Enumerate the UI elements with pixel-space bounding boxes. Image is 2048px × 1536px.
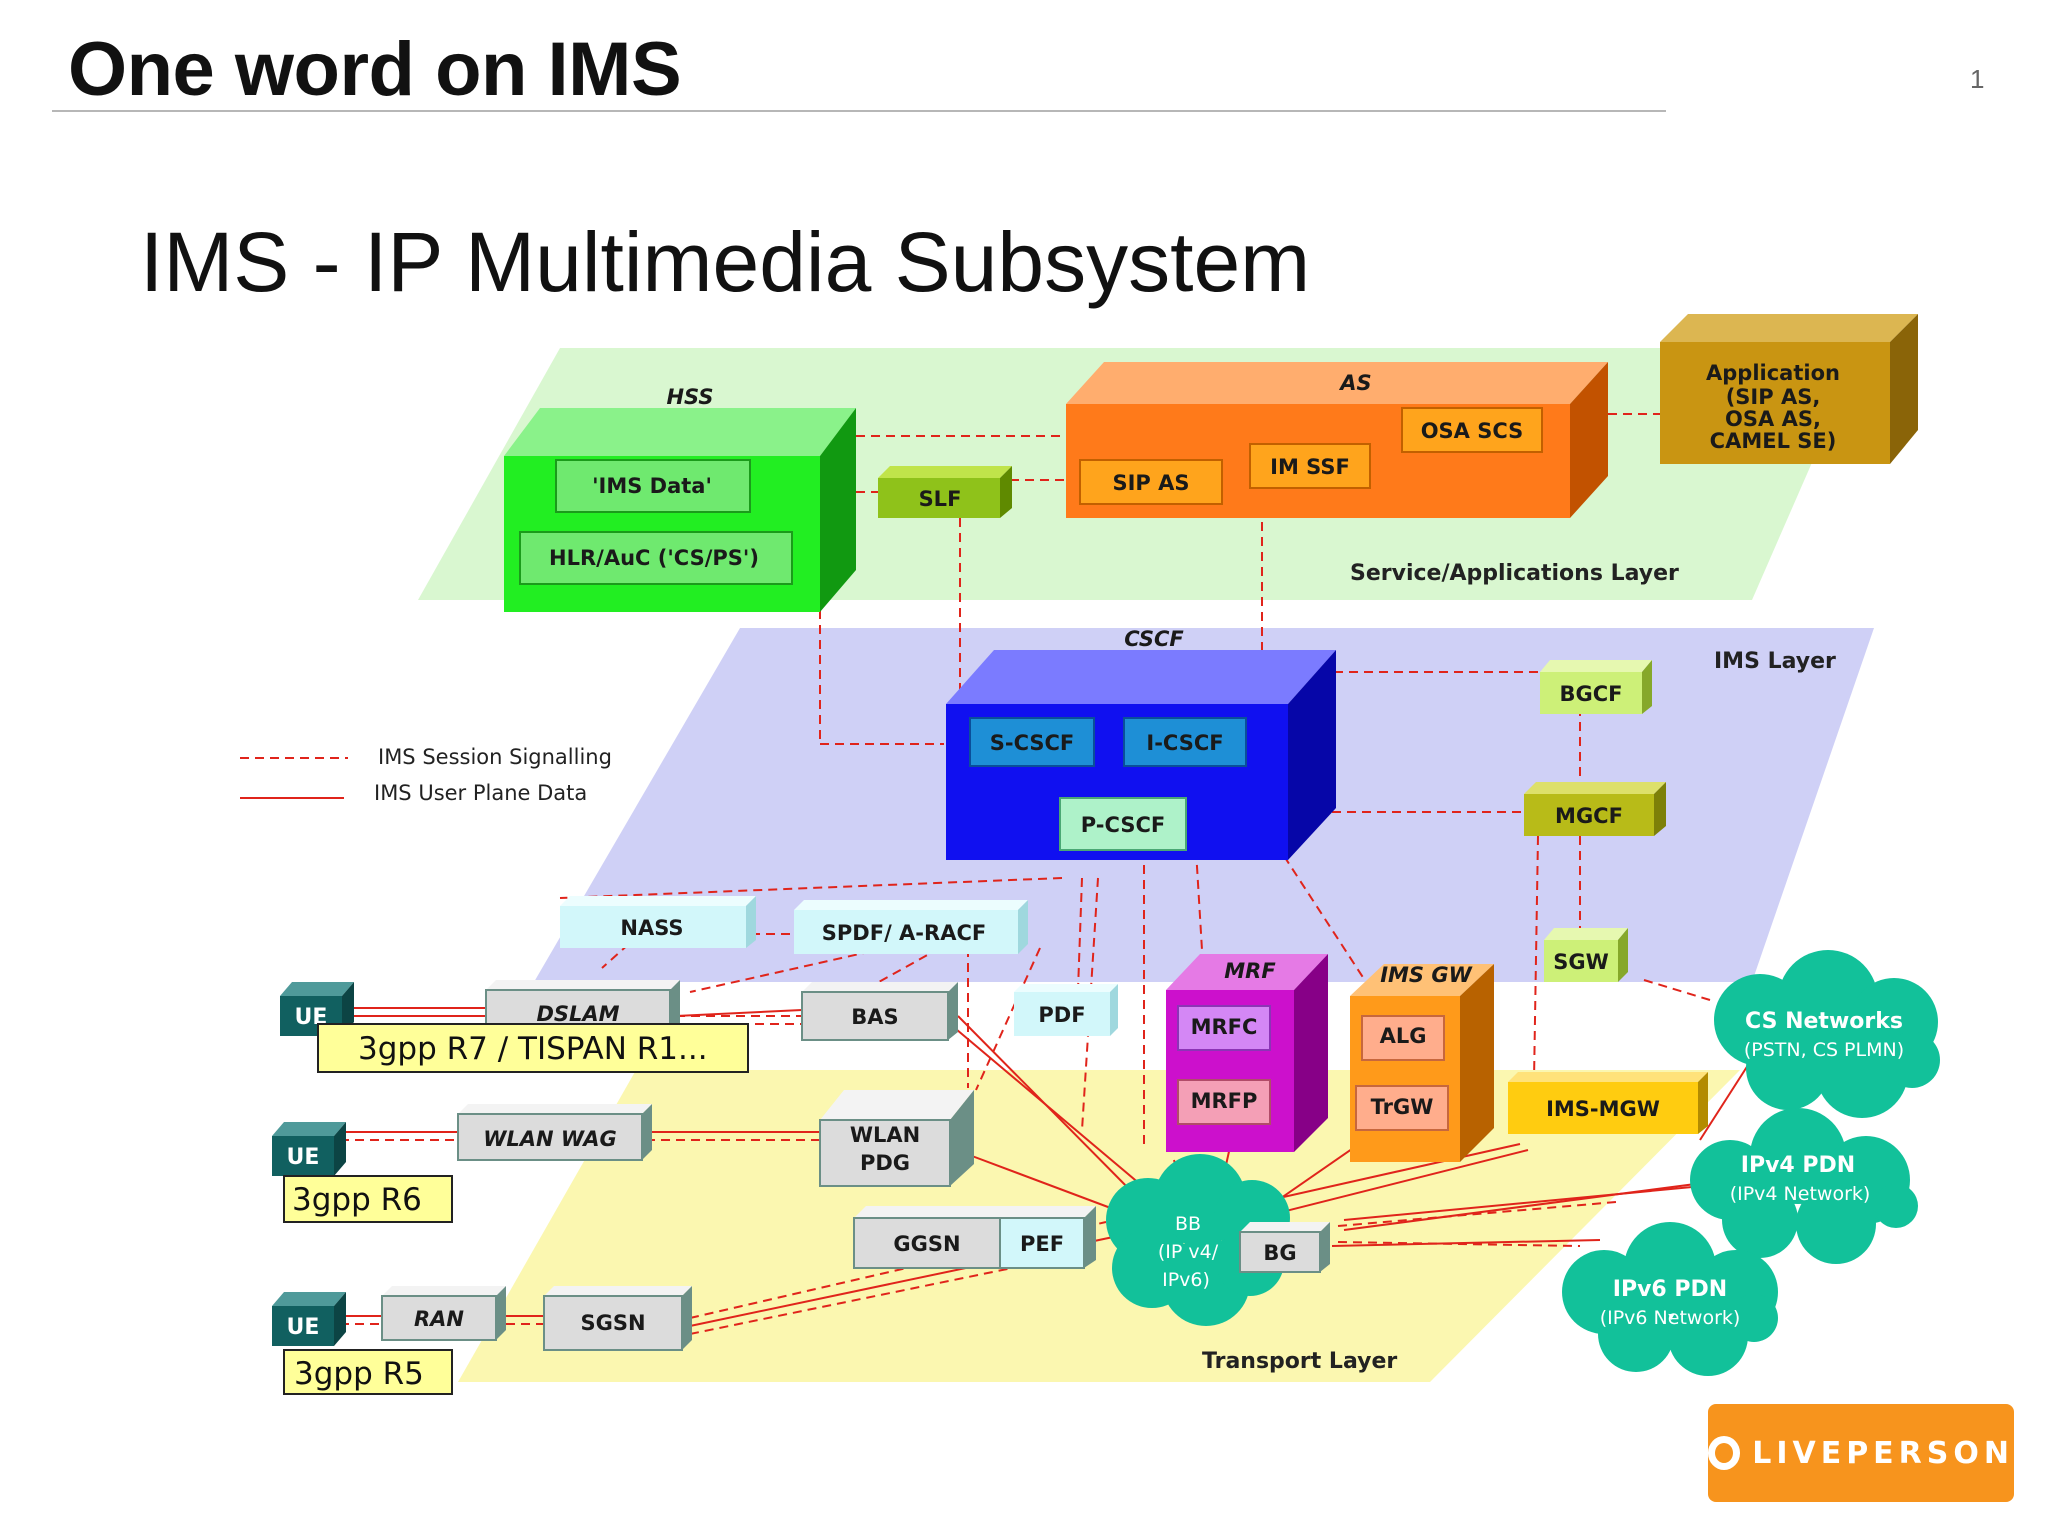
ipv6-pdn-title: IPv6 PDN [1613, 1277, 1727, 1302]
bas-label: BAS [851, 1005, 898, 1029]
cscf-node[interactable]: CSCF S-CSCF I-CSCF P-CSCF [946, 627, 1336, 860]
ims-gw-trgw: TrGW [1371, 1095, 1434, 1119]
release-label-r6: 3gpp R6 [283, 1175, 453, 1223]
ims-gw-title: IMS GW [1380, 963, 1472, 987]
ims-mgw-node[interactable]: IMS-MGW [1508, 1072, 1708, 1134]
ims-gw-alg: ALG [1380, 1024, 1427, 1048]
service-layer-label: Service/Applications Layer [1350, 561, 1679, 586]
ipv4-pdn-cloud: IPv4 PDN (IPv4 Network) [1690, 1108, 1918, 1264]
wlan-wag-node[interactable]: WLAN WAG [457, 1104, 652, 1161]
sgw-label: SGW [1553, 950, 1609, 974]
bg-node[interactable]: BG [1239, 1222, 1330, 1273]
ggsn-node[interactable]: GGSN [853, 1206, 1096, 1269]
spdf-label: SPDF/ A-RACF [822, 921, 986, 945]
ue-3-label: UE [287, 1315, 320, 1340]
ims-mgw-label: IMS-MGW [1546, 1097, 1660, 1121]
ue-3[interactable]: UE [272, 1292, 346, 1346]
liveperson-wordmark: LIVEPERSON [1752, 1435, 2014, 1471]
mgcf-node[interactable]: MGCF [1524, 782, 1666, 836]
as-title: AS [1338, 371, 1371, 395]
ue-2-label: UE [287, 1145, 320, 1170]
ue-2[interactable]: UE [272, 1122, 346, 1176]
mrf-mrfc: MRFC [1191, 1015, 1258, 1039]
cs-networks-sub: (PSTN, CS PLMN) [1744, 1039, 1904, 1061]
application-line3: CAMEL SE) [1710, 429, 1837, 453]
release-r6-text: 3gpp R6 [292, 1182, 422, 1218]
page-number: 1 [1970, 64, 1985, 94]
mrf-node[interactable]: MRF MRFC MRFP [1166, 954, 1328, 1152]
cs-networks-title: CS Networks [1745, 1009, 1903, 1034]
nass-node[interactable]: NASS [560, 896, 756, 948]
release-label-r7: 3gpp R7 / TISPAN R1... [317, 1023, 749, 1073]
ggsn-label: GGSN [893, 1232, 960, 1256]
dslam-label: DSLAM [536, 1002, 619, 1026]
ipv4-pdn-sub: (IPv4 Network) [1730, 1183, 1871, 1205]
ims-architecture-diagram: IMS Session Signalling IMS User Plane Da… [240, 314, 1940, 1395]
hss-node[interactable]: HSS 'IMS Data' HLR/AuC ('CS/PS') [504, 385, 856, 612]
transport-layer-label: Transport Layer [1202, 1349, 1397, 1374]
cscf-i-cscf: I-CSCF [1146, 731, 1223, 755]
as-im-ssf: IM SSF [1270, 455, 1350, 479]
release-r7-text: 3gpp R7 / TISPAN R1... [358, 1031, 708, 1067]
as-node[interactable]: AS SIP AS IM SSF OSA SCS [1066, 362, 1608, 518]
bg-label: BG [1263, 1241, 1296, 1265]
pdf-label: PDF [1038, 1003, 1085, 1027]
slf-node[interactable]: SLF [878, 466, 1012, 518]
title-divider [52, 110, 1666, 112]
slide-subtitle: IMS - IP Multimedia Subsystem [140, 215, 1311, 309]
liveperson-sun-icon [1708, 1436, 1741, 1470]
sgw-node[interactable]: SGW [1544, 928, 1628, 982]
slide-title: One word on IMS [68, 27, 682, 112]
as-osa-scs: OSA SCS [1421, 419, 1524, 443]
wlan-pdg-line1: WLAN [850, 1123, 920, 1147]
bgcf-label: BGCF [1560, 682, 1623, 706]
wlan-pdg-line2: PDG [860, 1151, 910, 1175]
sgsn-label: SGSN [580, 1311, 645, 1335]
mgcf-label: MGCF [1555, 804, 1623, 828]
application-node[interactable]: Application (SIP AS, OSA AS, CAMEL SE) [1660, 314, 1918, 464]
slf-label: SLF [919, 487, 962, 511]
nass-label: NASS [620, 916, 683, 940]
mrf-mrfp: MRFP [1191, 1089, 1258, 1113]
legend-signalling-label: IMS Session Signalling [378, 745, 612, 769]
liveperson-logo: LIVEPERSON [1708, 1404, 2014, 1502]
bgcf-node[interactable]: BGCF [1540, 660, 1652, 714]
bb-line1: BB [1175, 1213, 1201, 1235]
bas-node[interactable]: BAS [801, 982, 958, 1041]
application-title: Application [1706, 361, 1840, 385]
ipv4-pdn-title: IPv4 PDN [1741, 1153, 1855, 1178]
pef-node[interactable]: PEF [999, 1217, 1085, 1269]
spdf-node[interactable]: SPDF/ A-RACF [794, 900, 1028, 954]
ran-label: RAN [414, 1307, 464, 1331]
bb-line3: IPv6) [1162, 1269, 1210, 1291]
legend-user-plane-label: IMS User Plane Data [374, 781, 587, 805]
bb-line2: (IP v4/ [1158, 1241, 1219, 1263]
ims-gw-node[interactable]: IMS GW ALG TrGW [1350, 963, 1494, 1162]
sgsn-node[interactable]: SGSN [543, 1286, 692, 1351]
mrf-title: MRF [1224, 959, 1276, 983]
wlan-pdg-node[interactable]: WLAN PDG [819, 1090, 974, 1187]
hss-title: HSS [666, 385, 713, 409]
as-sip-as: SIP AS [1112, 471, 1189, 495]
pdf-node[interactable]: PDF [1014, 984, 1118, 1036]
hss-ims-data: 'IMS Data' [592, 474, 712, 498]
cscf-title: CSCF [1124, 627, 1184, 651]
wlan-wag-label: WLAN WAG [483, 1127, 617, 1151]
hss-hlr: HLR/AuC ('CS/PS') [549, 546, 759, 570]
application-line1: (SIP AS, [1726, 385, 1821, 409]
ims-layer-label: IMS Layer [1714, 649, 1836, 674]
ran-node[interactable]: RAN [381, 1286, 506, 1341]
release-label-r5: 3gpp R5 [283, 1349, 453, 1395]
pef-label: PEF [1020, 1232, 1064, 1256]
ipv6-pdn-sub: (IPv6 Network) [1600, 1307, 1741, 1329]
cs-networks-cloud: CS Networks (PSTN, CS PLMN) [1714, 950, 1940, 1118]
ipv6-pdn-cloud: IPv6 PDN (IPv6 Network) [1562, 1222, 1778, 1376]
cscf-p-cscf: P-CSCF [1081, 813, 1165, 837]
application-line2: OSA AS, [1725, 407, 1821, 431]
release-r5-text: 3gpp R5 [294, 1356, 424, 1392]
cscf-s-cscf: S-CSCF [990, 731, 1075, 755]
